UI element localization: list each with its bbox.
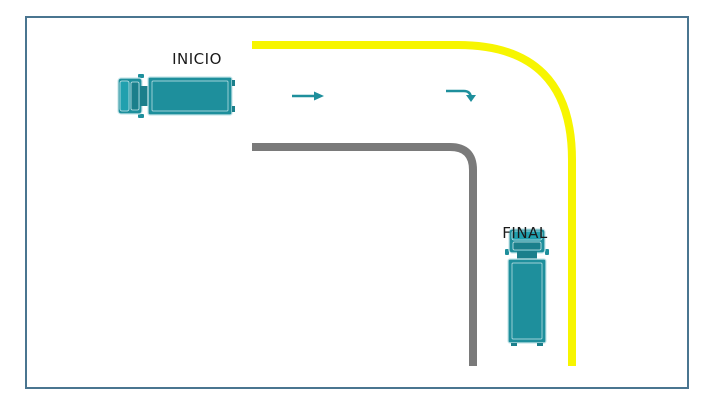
inner-curb-line [252, 143, 477, 366]
end-label: FINAL [502, 224, 548, 242]
diagram-border [25, 16, 689, 389]
outer-curb-line [252, 41, 576, 366]
arrow-right-icon [292, 91, 324, 101]
arrow-turn-right-icon [446, 89, 476, 102]
start-truck-icon [117, 73, 236, 119]
end-truck-icon [504, 228, 550, 347]
start-label: INICIO [172, 50, 222, 68]
